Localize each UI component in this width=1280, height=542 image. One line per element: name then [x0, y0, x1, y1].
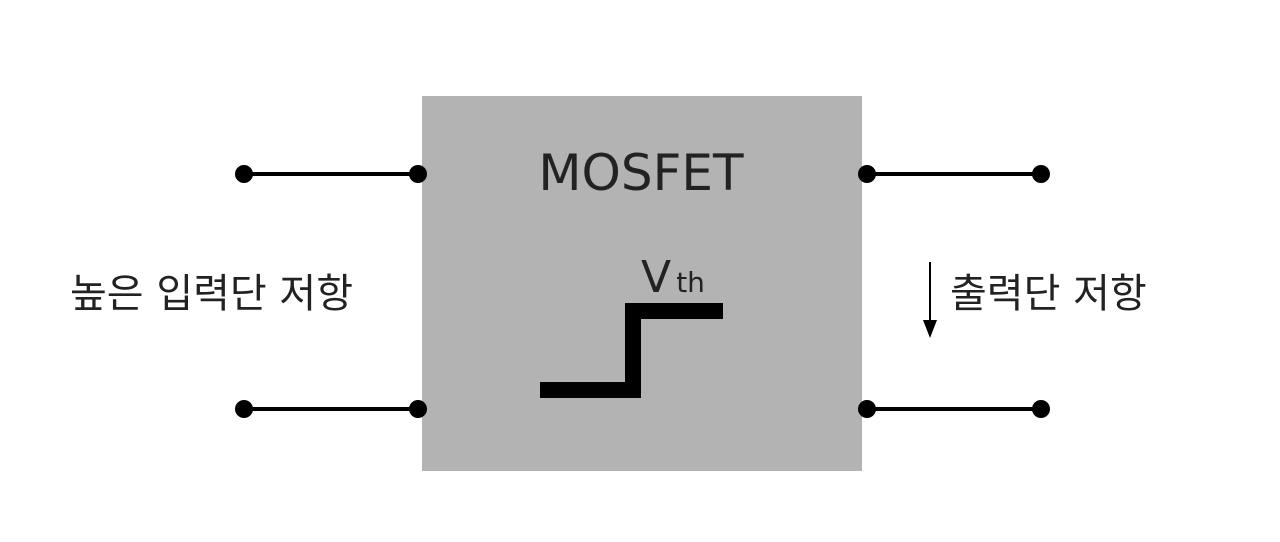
input-top-inner-terminal	[409, 165, 427, 183]
output-bottom-wire	[858, 400, 1050, 418]
output-top-wire	[858, 165, 1050, 183]
output-resistance-label: 출력단 저항	[950, 271, 1147, 317]
output-top-inner-terminal	[858, 165, 876, 183]
down-arrow-icon	[923, 262, 937, 338]
vth-label: V th	[641, 252, 705, 303]
output-top-outer-terminal	[1032, 165, 1050, 183]
output-bottom-inner-terminal	[858, 400, 876, 418]
output-bottom-outer-terminal	[1032, 400, 1050, 418]
input-bottom-outer-terminal	[235, 400, 253, 418]
mosfet-block	[422, 96, 862, 471]
input-bottom-wire	[235, 400, 427, 418]
threshold-step-symbol	[540, 303, 723, 398]
vth-main: V	[641, 252, 671, 303]
input-resistance-label: 높은 입력단 저항	[70, 271, 353, 317]
input-top-wire	[235, 165, 427, 183]
input-bottom-inner-terminal	[409, 400, 427, 418]
input-top-outer-terminal	[235, 165, 253, 183]
mosfet-title: MOSFET	[538, 144, 744, 202]
vth-sub: th	[676, 266, 705, 299]
